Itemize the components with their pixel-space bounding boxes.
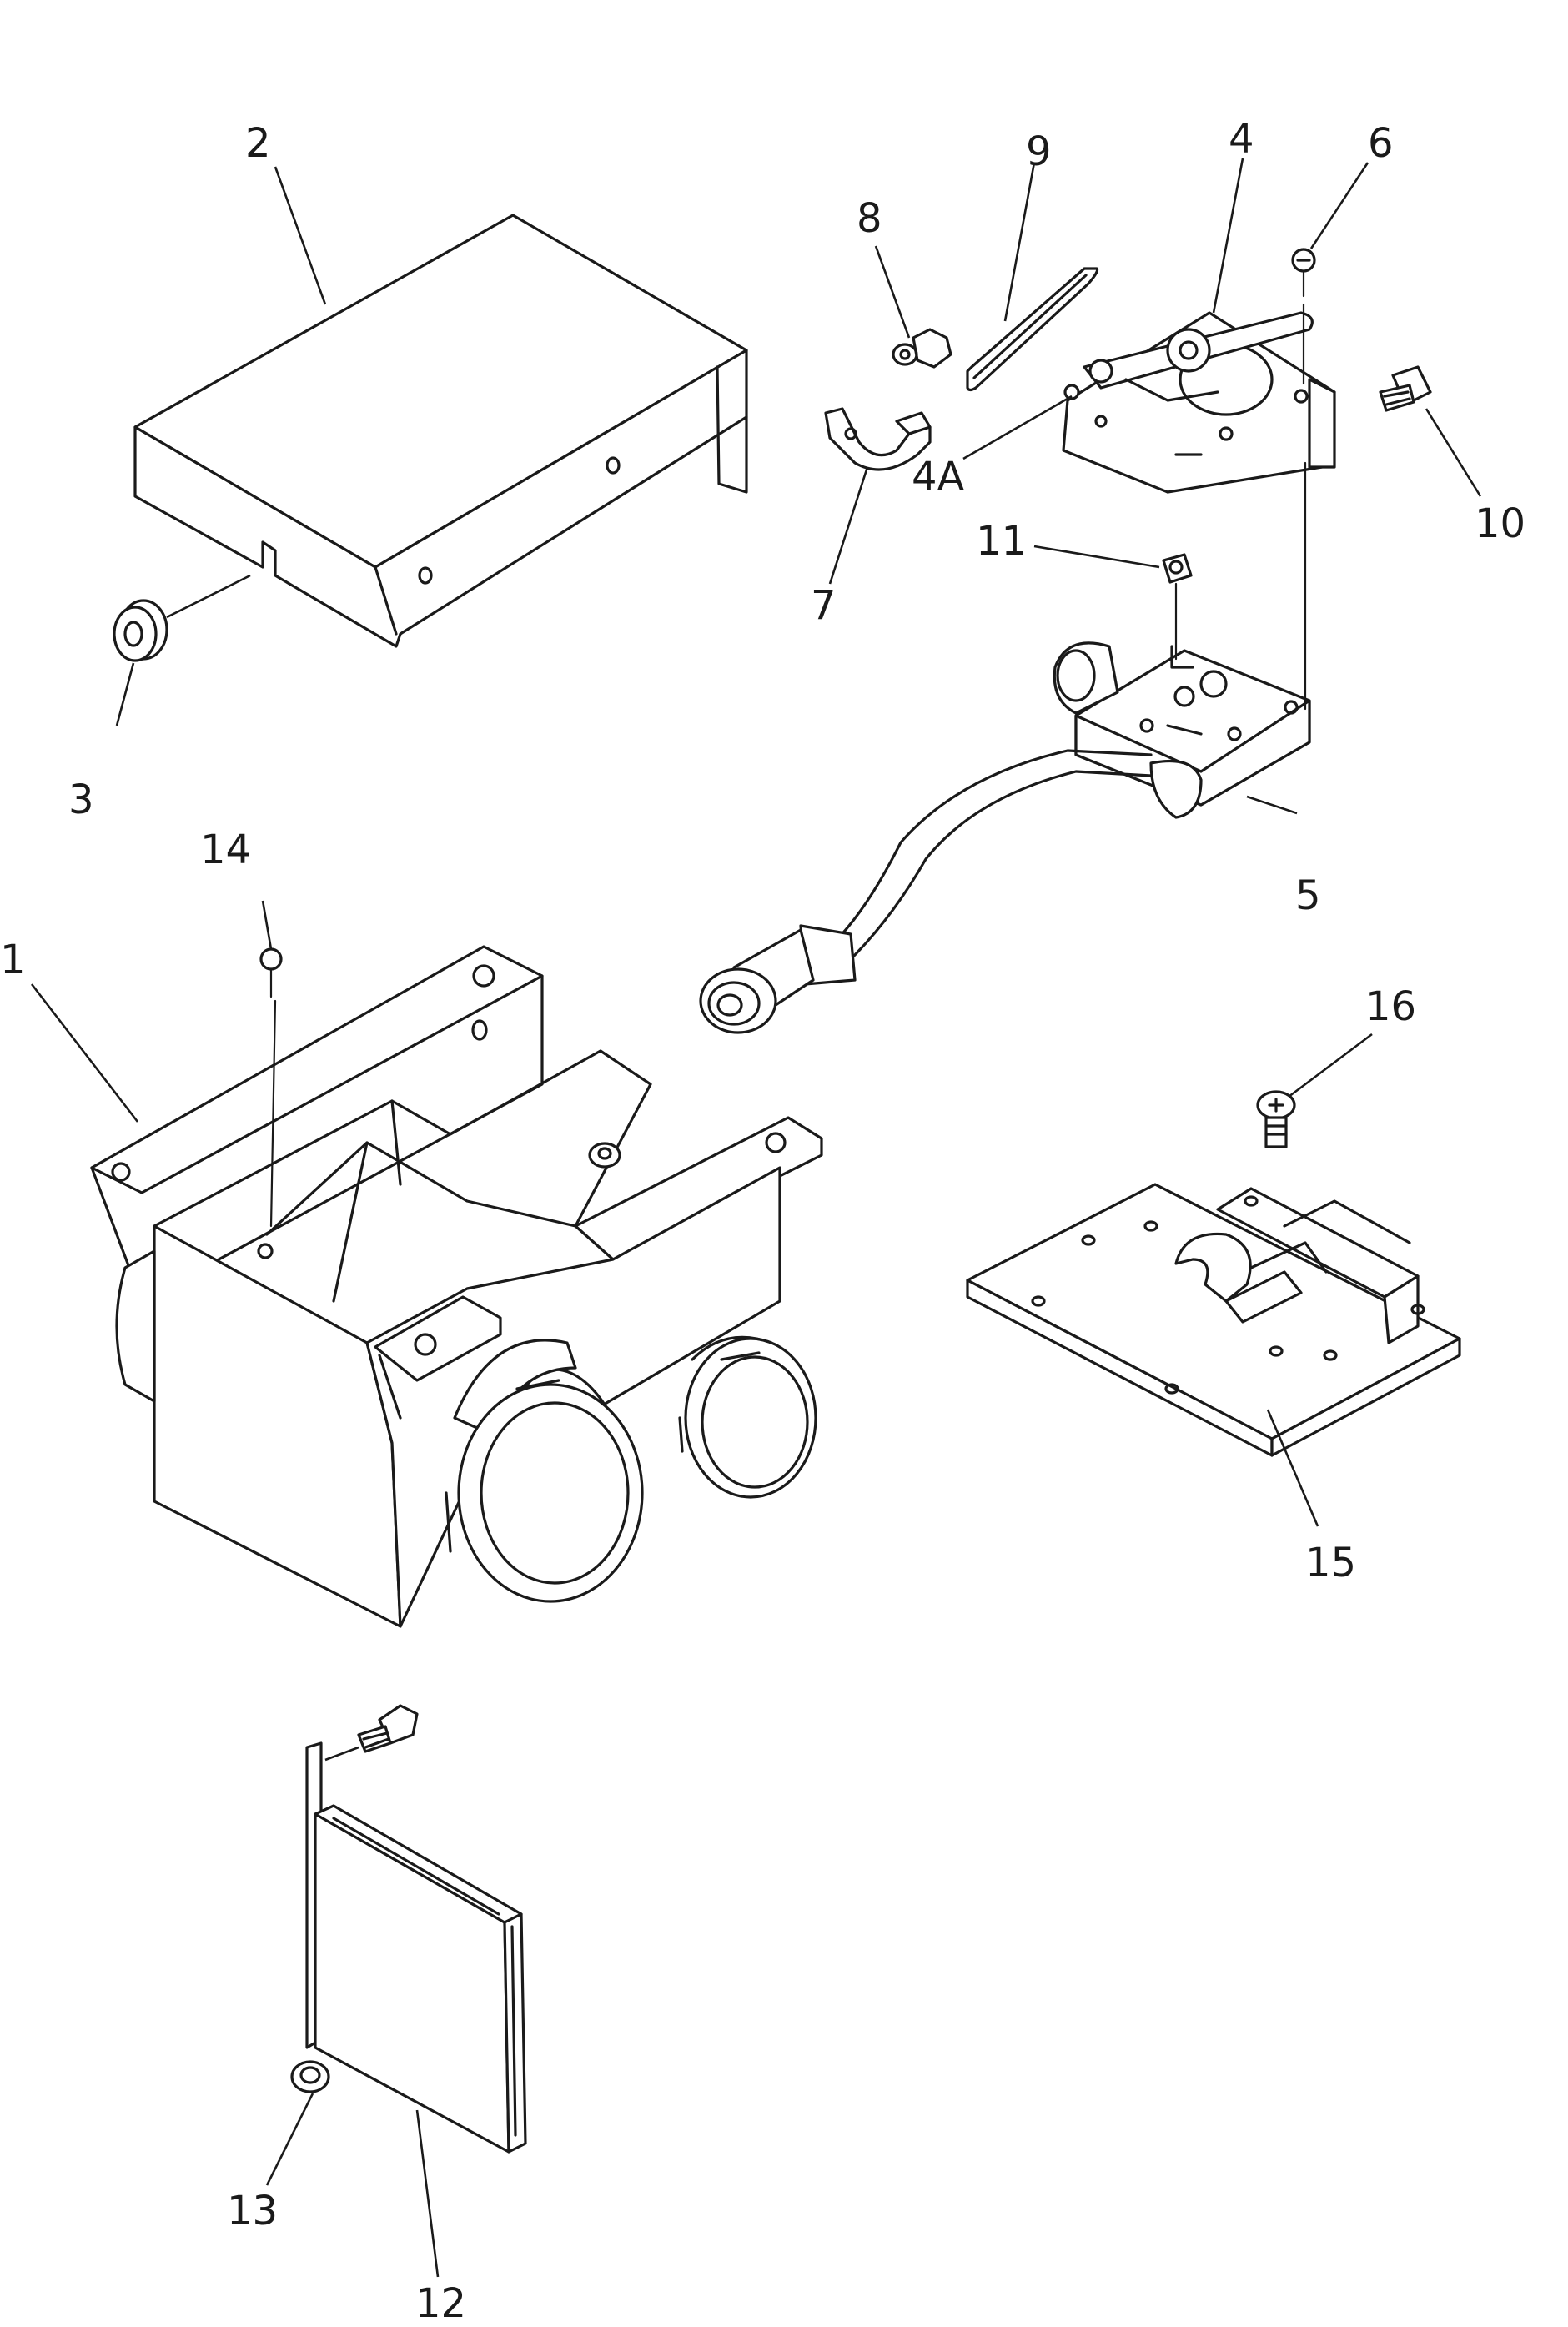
callout-8: 8 (857, 195, 882, 242)
callout-16: 16 (1365, 983, 1417, 1030)
callout-11: 11 (976, 518, 1028, 565)
callout-9: 9 (1026, 128, 1052, 175)
part-9-rod (966, 267, 1099, 392)
callout-14: 14 (200, 827, 252, 873)
part-13-grommet (290, 2060, 330, 2093)
callout-4: 4 (1229, 116, 1254, 163)
callout-4a: 4A (912, 454, 965, 500)
callout-15: 15 (1305, 1540, 1357, 1586)
callout-6: 6 (1368, 120, 1394, 167)
part-12-filter (305, 1704, 527, 2154)
callout-7: 7 (811, 582, 837, 629)
leader-lines (30, 158, 1482, 2278)
part-6-screw (1291, 248, 1316, 385)
part-5-actuator (699, 641, 1311, 1034)
part-2-cover (133, 214, 748, 648)
part-16-bolt (1256, 1090, 1296, 1148)
callout-5: 5 (1295, 872, 1321, 919)
callout-10: 10 (1475, 500, 1526, 547)
part-15-base-plate (966, 1183, 1461, 1457)
part-4-plate (1062, 311, 1336, 711)
callout-3: 3 (68, 777, 94, 823)
callout-2: 2 (245, 120, 271, 167)
part-3-grommet (113, 574, 251, 662)
part-11-nut (1162, 553, 1193, 661)
part-10-bolt (1379, 365, 1432, 412)
callout-1: 1 (0, 937, 26, 983)
part-8-clip (892, 328, 952, 369)
part-1-heater-case (90, 945, 823, 1628)
callout-13: 13 (227, 2188, 279, 2234)
callout-12: 12 (415, 2280, 467, 2327)
